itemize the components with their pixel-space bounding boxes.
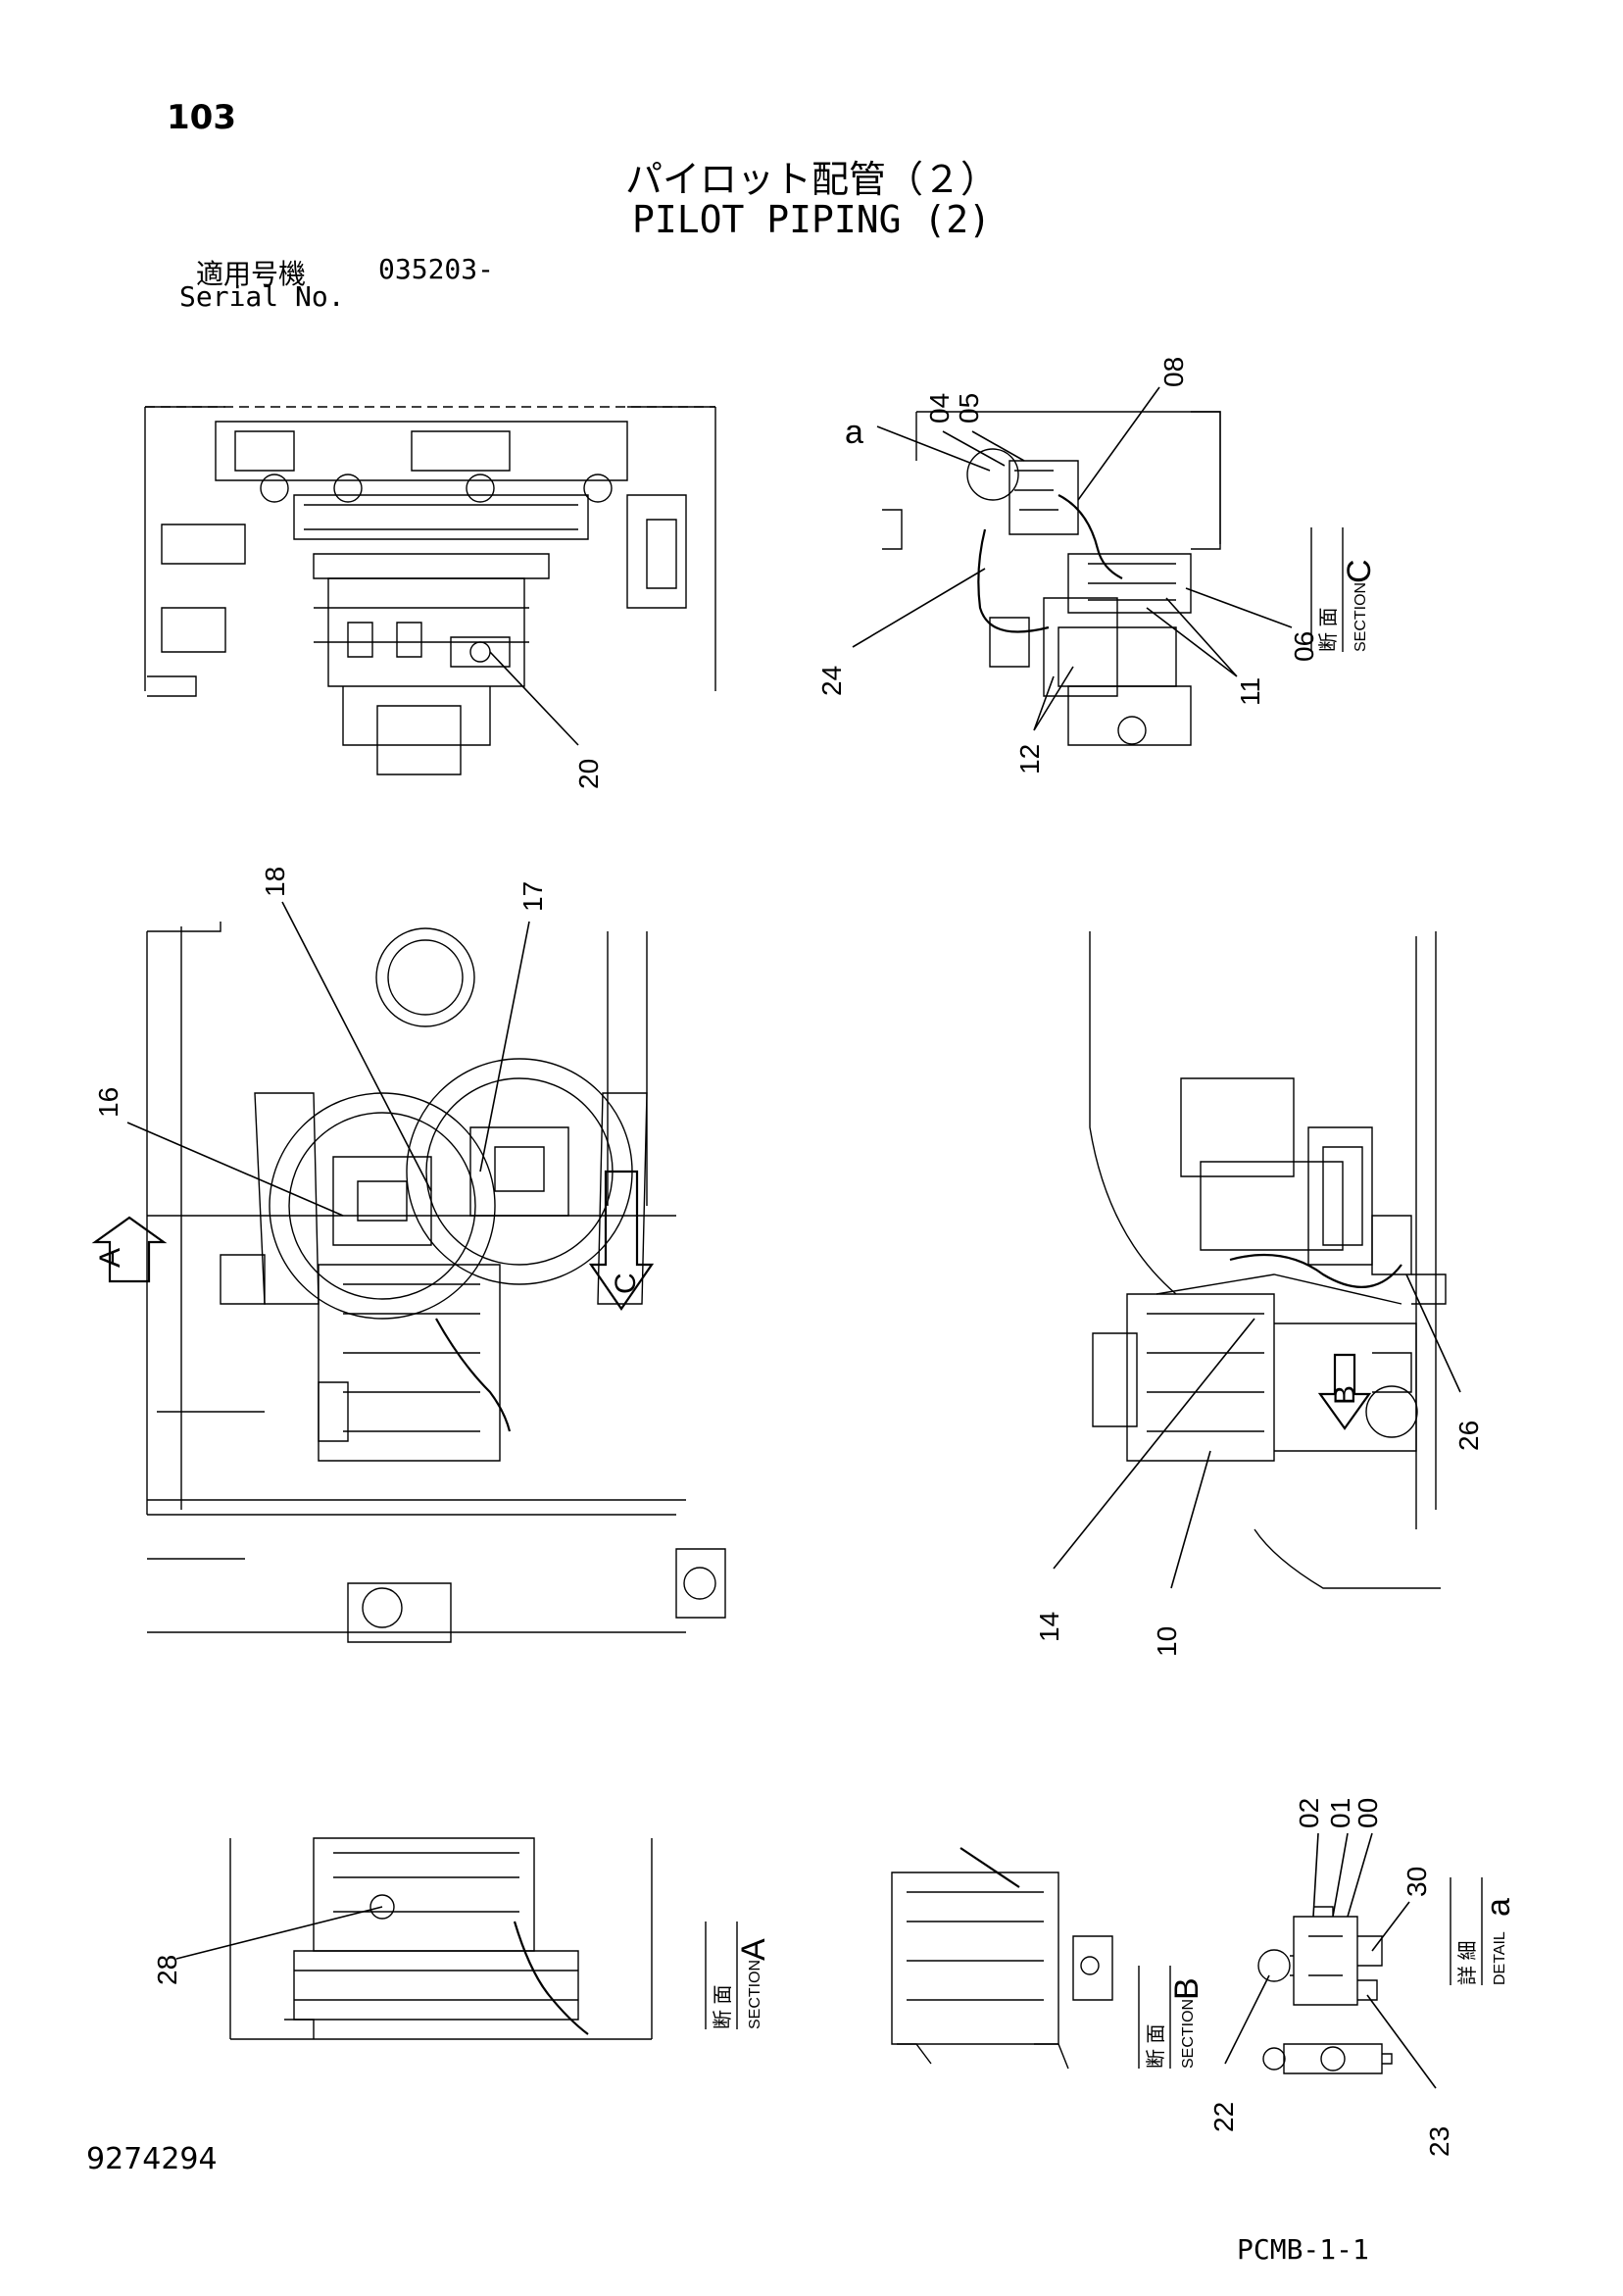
callout-20: 20 xyxy=(573,759,604,789)
callout-26: 26 xyxy=(1453,1421,1484,1451)
leader-28 xyxy=(175,1906,383,1960)
svg-text:DETAIL: DETAIL xyxy=(1492,1931,1508,1985)
view-top-left xyxy=(144,406,716,775)
leader-18 xyxy=(281,901,432,1192)
callout-11: 11 xyxy=(1235,677,1265,706)
svg-text:C: C xyxy=(610,1273,642,1294)
leader-20 xyxy=(489,651,579,746)
detail-marker-a: a xyxy=(845,414,863,451)
svg-text:B: B xyxy=(1329,1385,1361,1405)
svg-text:SECTION: SECTION xyxy=(1180,1999,1197,2069)
leader-12 xyxy=(1033,666,1074,731)
callout-30: 30 xyxy=(1402,1867,1432,1897)
callout-00: 00 xyxy=(1352,1798,1383,1828)
view-arrow-c: C xyxy=(588,1170,655,1311)
svg-text:C: C xyxy=(1341,559,1378,583)
serial-label-english: Serial No. xyxy=(179,280,345,313)
document-number: 9274294 xyxy=(86,2142,218,2176)
svg-text:SECTION: SECTION xyxy=(747,1960,763,2029)
serial-label-japanese: 適用号機 xyxy=(196,258,307,290)
svg-text:SECTION: SECTION xyxy=(1352,582,1369,652)
leader-10 xyxy=(1170,1450,1211,1589)
leader-24 xyxy=(852,568,986,648)
svg-text:a: a xyxy=(1480,1898,1517,1917)
view-section-b xyxy=(891,1847,1113,2070)
leader-16 xyxy=(126,1122,344,1217)
callout-18: 18 xyxy=(260,867,290,897)
view-arrow-a: A xyxy=(91,1216,168,1283)
leader-22 xyxy=(1224,1974,1270,2065)
leader-08 xyxy=(1077,386,1160,501)
callout-10: 10 xyxy=(1152,1626,1182,1657)
leader-a xyxy=(876,425,991,472)
leader-17 xyxy=(479,921,530,1173)
callout-04: 04 xyxy=(924,393,955,424)
serial-value: 035203- xyxy=(378,253,495,285)
leader-00-02 xyxy=(1312,1832,1373,1918)
svg-text:A: A xyxy=(735,1938,772,1961)
sheet-code: PCMB-1-1 xyxy=(1237,2233,1369,2266)
callout-14: 14 xyxy=(1034,1612,1064,1642)
callout-22: 22 xyxy=(1208,2102,1239,2132)
detail-a-label: 詳 細 DETAIL a xyxy=(1450,1877,1517,1985)
leader-11 xyxy=(1146,597,1238,677)
leader-23 xyxy=(1366,1994,1437,2089)
section-a-label: 断 面 SECTION A xyxy=(705,1922,772,2029)
svg-text:B: B xyxy=(1168,1977,1205,2000)
title-japanese: パイロット配管（２） xyxy=(624,158,998,201)
callout-01: 01 xyxy=(1325,1798,1355,1828)
leader-14 xyxy=(1053,1318,1255,1570)
svg-text:断 面: 断 面 xyxy=(1317,607,1340,652)
view-detail-a xyxy=(1257,1906,1393,2074)
callout-05: 05 xyxy=(954,393,984,424)
callout-17: 17 xyxy=(517,881,548,912)
callout-23: 23 xyxy=(1424,2126,1454,2157)
callout-16: 16 xyxy=(93,1087,123,1118)
view-section-a xyxy=(229,1837,653,2040)
callout-28: 28 xyxy=(152,1955,182,1985)
section-c-label: 断 面 SECTION C xyxy=(1310,527,1378,652)
leader-26 xyxy=(1405,1273,1461,1393)
callout-02: 02 xyxy=(1294,1798,1324,1828)
section-b-label: 断 面 SECTION B xyxy=(1138,1966,1205,2069)
page-number: 103 xyxy=(167,98,236,137)
view-arrow-b: B xyxy=(1317,1353,1372,1430)
callout-12: 12 xyxy=(1014,744,1045,774)
view-middle-left xyxy=(146,922,726,1643)
view-section-c xyxy=(882,411,1221,746)
svg-text:詳 細: 詳 細 xyxy=(1456,1940,1479,1985)
callout-24: 24 xyxy=(816,666,847,696)
svg-text:断 面: 断 面 xyxy=(1145,2023,1167,2069)
leader-04-05 xyxy=(942,430,1025,467)
title-english: PILOT PIPING (2) xyxy=(631,198,992,241)
view-middle-right xyxy=(1089,931,1447,1589)
svg-text:断 面: 断 面 xyxy=(712,1984,734,2029)
leader-30 xyxy=(1371,1901,1410,1952)
callout-06: 06 xyxy=(1289,631,1319,662)
leader-06 xyxy=(1185,587,1293,628)
callout-08: 08 xyxy=(1158,357,1189,387)
svg-text:A: A xyxy=(94,1248,126,1268)
